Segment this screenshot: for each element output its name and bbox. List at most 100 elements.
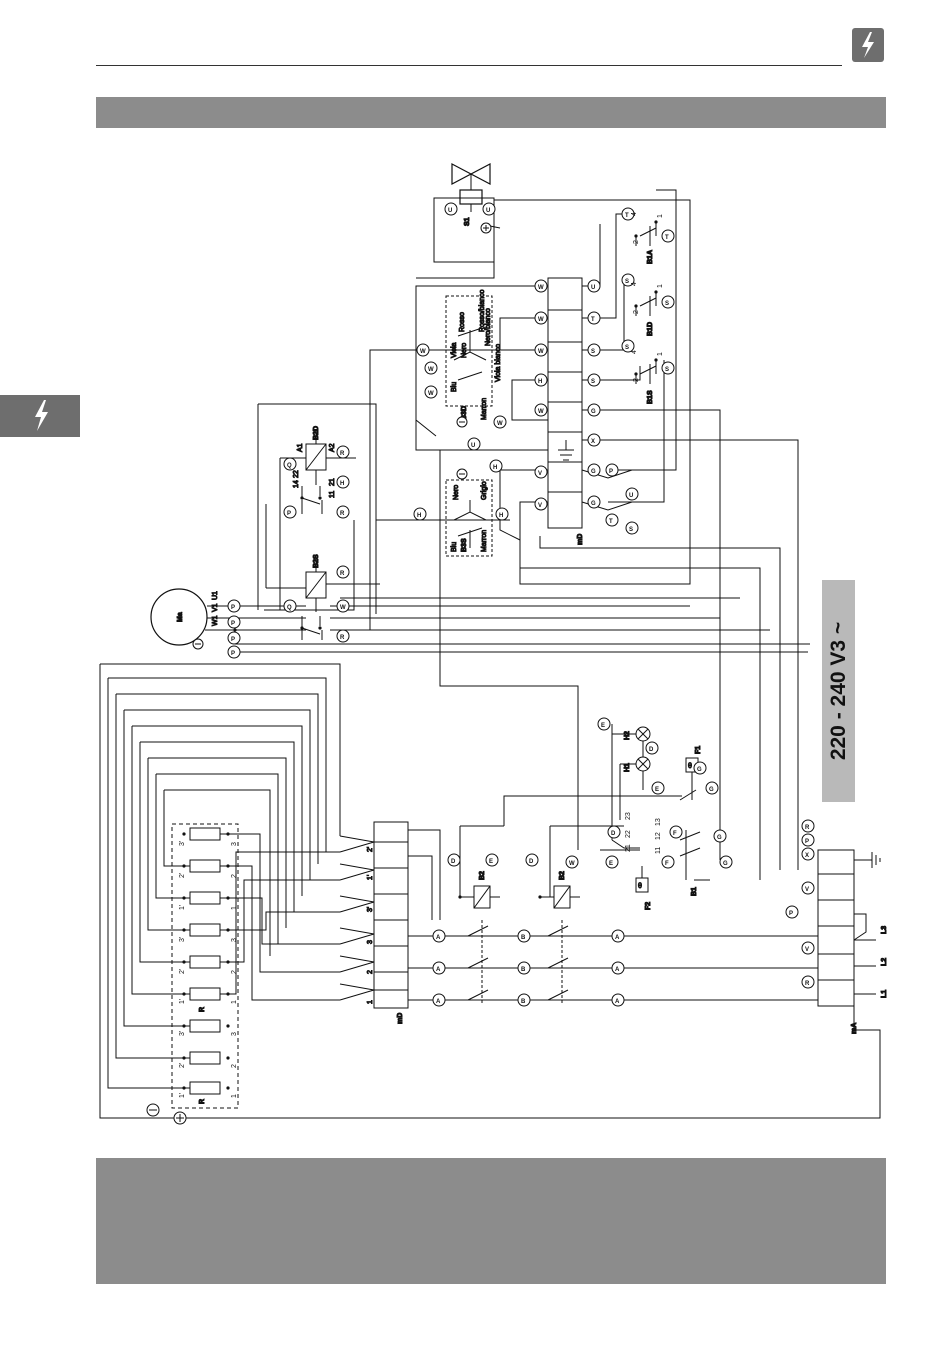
svg-text:E: E: [601, 723, 605, 729]
terminal-block-md-label: mD: [577, 534, 584, 545]
b3s-wire-nero: Nero: [453, 485, 460, 500]
contactor-b2d-label: B2D: [313, 426, 320, 440]
svg-text:F: F: [673, 831, 677, 837]
thermostat-f2: [635, 866, 649, 893]
svg-text:S: S: [591, 379, 595, 385]
svg-text:X: X: [591, 439, 595, 445]
marker-a: A: [432, 929, 446, 943]
svg-text:2: 2: [633, 378, 640, 382]
marker-d: D: [607, 825, 621, 839]
supply-l2: L2: [881, 958, 888, 966]
svg-text:U: U: [486, 208, 490, 214]
marker-r: R: [336, 629, 350, 643]
svg-text:4: 4: [631, 212, 638, 216]
switch-b1a-label: B1A: [647, 250, 654, 264]
marker-q: Q: [283, 599, 297, 613]
marker-r: R: [336, 565, 350, 579]
marker-p: P: [227, 645, 241, 659]
marker-r: R: [336, 505, 350, 519]
marker-h: H: [495, 507, 509, 521]
marker-s: S: [625, 521, 639, 535]
svg-text:W: W: [538, 409, 544, 415]
svg-text:A: A: [436, 999, 441, 1005]
wire-markers: U U W W W H W V V U T S S G X G G P U T …: [227, 202, 815, 1007]
relay-b2-right-label: B2: [559, 871, 566, 880]
svg-text:H: H: [538, 379, 542, 385]
contactor-b2s: [265, 504, 380, 640]
lamp-h1: [619, 741, 651, 820]
lightning-icon: [35, 400, 48, 431]
marker-r: R: [801, 819, 815, 833]
svg-text:R: R: [340, 451, 345, 457]
marker-q: Q: [283, 457, 297, 471]
marker-b: B: [517, 993, 531, 1007]
marker-g: G: [713, 829, 727, 843]
marker-b: B: [517, 929, 531, 943]
svg-text:B: B: [521, 935, 526, 941]
svg-text:G: G: [717, 835, 722, 841]
svg-text:U: U: [591, 285, 595, 291]
svg-text:V: V: [538, 503, 542, 509]
svg-text:R: R: [805, 825, 810, 831]
contactor-terminal-21: 21: [329, 478, 336, 486]
marker-g: G: [693, 761, 707, 775]
switch-b3d-label: B3D: [461, 406, 468, 420]
svg-text:1: 1: [231, 906, 238, 910]
marker-p: P: [227, 615, 241, 629]
svg-text:1: 1: [657, 352, 664, 356]
title-band: [96, 97, 886, 128]
marker-u: U: [587, 279, 601, 293]
marker-s: S: [587, 373, 601, 387]
svg-text:A: A: [615, 967, 620, 973]
marker-h: H: [413, 507, 427, 521]
svg-text:X: X: [805, 853, 809, 859]
svg-text:W: W: [538, 349, 544, 355]
svg-text:B: B: [521, 967, 526, 973]
contactor-b2s-label: B2S: [313, 554, 320, 568]
marker-t: T: [621, 207, 635, 221]
switch-b1: [679, 830, 710, 881]
marker-v: V: [534, 497, 548, 511]
svg-text:G: G: [697, 767, 702, 773]
svg-text:V: V: [538, 471, 542, 477]
switch-b3d-contacts: [453, 327, 487, 381]
marker-e: E: [651, 781, 665, 795]
contactor-terminal-a1: A1: [297, 443, 304, 452]
marker-b: B: [517, 961, 531, 975]
svg-text:S: S: [665, 301, 669, 307]
svg-text:H: H: [417, 513, 421, 519]
marker-g: G: [587, 463, 601, 477]
thermostat-f2-label: F2: [645, 902, 652, 910]
svg-text:2: 2: [633, 240, 640, 244]
marker-w: W: [534, 311, 548, 325]
marker-s: S: [621, 273, 635, 287]
ground-icon: [146, 222, 492, 1125]
svg-text:T: T: [609, 519, 613, 525]
motor-ma: [150, 588, 235, 646]
svg-text:1: 1: [657, 214, 664, 218]
marker-a: A: [611, 929, 625, 943]
md-terminal-1p: 1': [367, 875, 374, 880]
terminal-block-md-lower-label: mD: [397, 1013, 404, 1024]
b3d-wire-nero-bianco: Nero/bianco: [485, 308, 492, 346]
md-terminal-1: 1: [367, 1000, 374, 1004]
relay-b2-left-label: B2: [479, 871, 486, 880]
marker-d: D: [525, 853, 539, 867]
svg-text:D: D: [611, 831, 616, 837]
svg-text:2: 2: [633, 310, 640, 314]
svg-text:1': 1': [179, 905, 186, 910]
b3d-wire-viola-bianco: Viola bianco: [495, 344, 502, 382]
marker-r: R: [801, 975, 815, 989]
svg-text:13: 13: [655, 818, 662, 826]
svg-text:P: P: [231, 637, 235, 643]
svg-text:U: U: [448, 208, 452, 214]
marker-r: P: [605, 463, 619, 477]
svg-text:S: S: [665, 367, 669, 373]
svg-text:D: D: [451, 859, 456, 865]
marker-p: P: [227, 631, 241, 645]
b3s-wire-grigio: Grigio: [481, 481, 488, 500]
marker-r: R: [336, 445, 350, 459]
marker-e: E: [485, 853, 499, 867]
svg-text:P: P: [287, 511, 291, 517]
svg-text:G: G: [591, 469, 596, 475]
